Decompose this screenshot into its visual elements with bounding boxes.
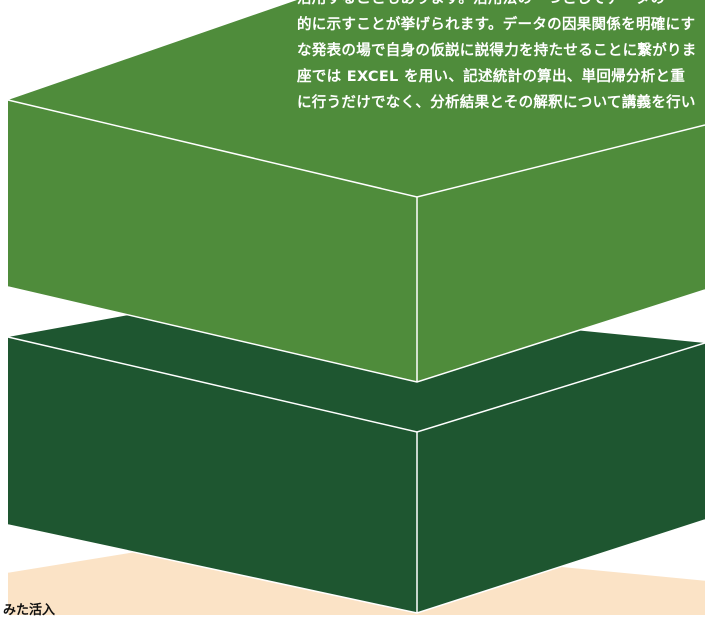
top-block-right-face — [417, 125, 705, 382]
top-block-edge-bottom — [7, 286, 705, 383]
top-block-top-face — [8, 0, 705, 197]
middle-block-left-face — [8, 337, 417, 613]
top-block-left-face — [8, 100, 417, 382]
text-line-3: な発表の場で自身の仮説に説得力を持たせることに繋がりま — [297, 43, 697, 59]
bottom-label: みた活入 — [3, 603, 56, 618]
middle-block-edge-bottom — [7, 519, 705, 614]
text-line-5: に行うだけでなく、分析結果とその解釈について講義を行い — [297, 95, 696, 111]
text-line-2: 的に示すことが挙げられます。データの因果関係を明確にす — [297, 17, 696, 33]
text-line-1: 活用することもあります。活用法の一つとしてデータの — [297, 0, 665, 12]
text-line-4: 座では EXCEL を用い、記述統計の算出、単回帰分析と重 — [297, 69, 686, 85]
